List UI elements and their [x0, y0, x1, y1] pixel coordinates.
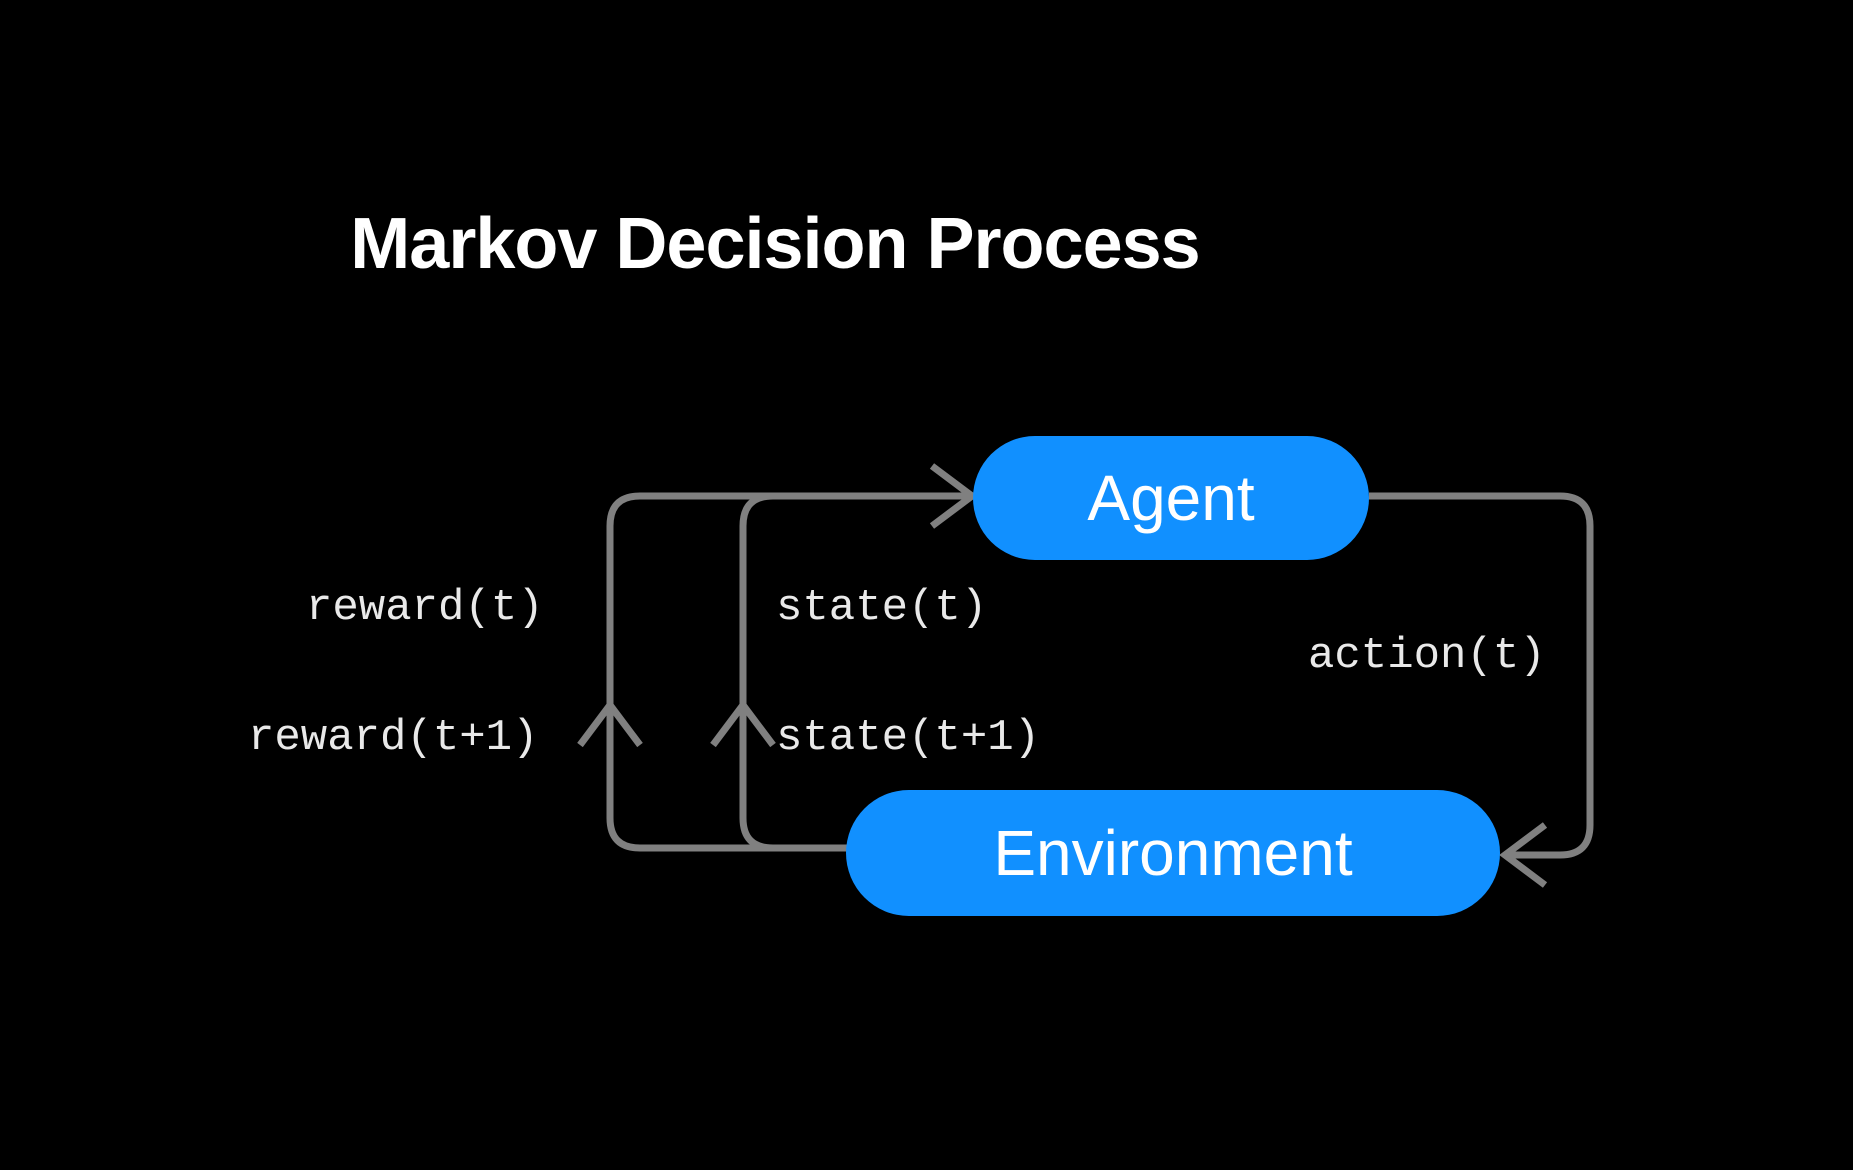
edge-label-reward-t-plus-1: reward(t+1)	[248, 713, 539, 763]
node-agent[interactable]: Agent	[973, 436, 1369, 560]
node-agent-label: Agent	[1087, 462, 1255, 534]
node-environment[interactable]: Environment	[846, 790, 1500, 916]
edge-label-state-t: state(t)	[776, 583, 988, 633]
node-environment-label: Environment	[993, 817, 1353, 889]
edge-label-action-t: action(t)	[1308, 631, 1546, 681]
page-title: Markov Decision Process	[350, 204, 1200, 284]
edge-label-state-t-plus-1: state(t+1)	[776, 713, 1041, 763]
edge-into-agent-arrowhead	[929, 463, 978, 529]
edge-label-reward-t: reward(t)	[306, 583, 544, 633]
